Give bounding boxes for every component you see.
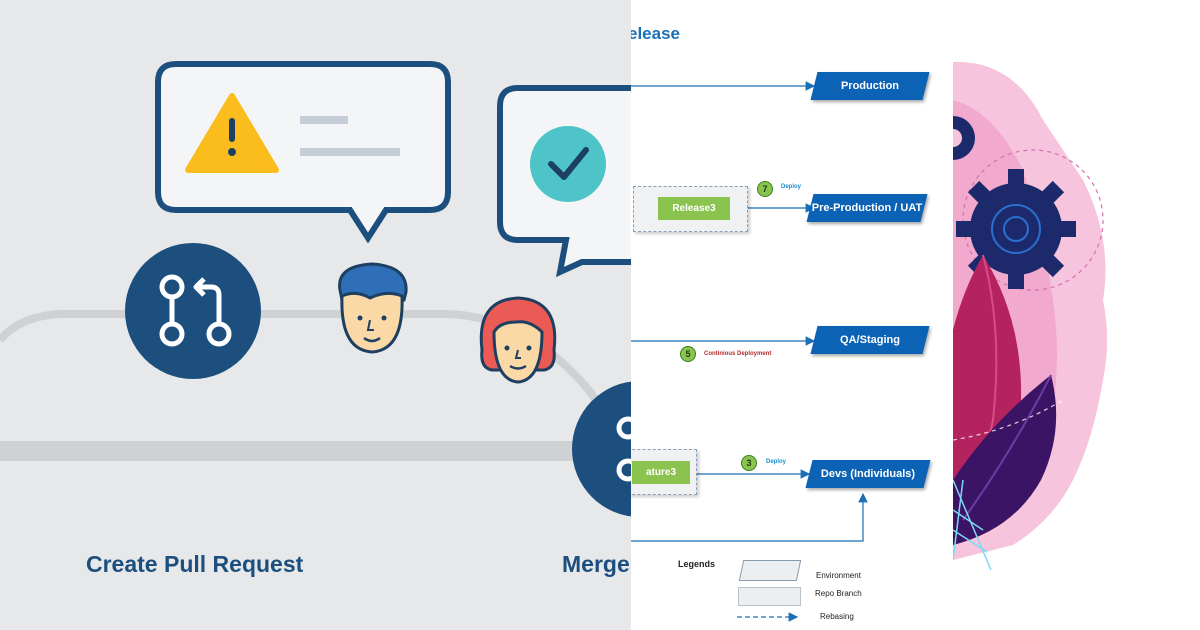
branch-release3-label: Release3 [658, 197, 730, 220]
leaf-vein [962, 374, 1052, 521]
flow-connectors [631, 81, 868, 622]
merge-icon [572, 381, 631, 517]
step-label-create-pull-request: Create Pull Request [86, 551, 304, 577]
legend-title: Legends [678, 559, 716, 569]
flow-line [953, 399, 1064, 441]
branch-feature3: ature3 [631, 449, 697, 495]
step-3-label: Deploy [766, 459, 787, 465]
release-flow-diagram: elease Production Pre-Production / UAT Q… [631, 0, 953, 630]
check-icon [530, 126, 606, 202]
env-production: Production [810, 72, 930, 100]
step-5-badge: 5 [680, 346, 696, 362]
legend-environment-swatch [738, 560, 802, 581]
warning-icon [185, 93, 279, 173]
step-7-label: Deploy [781, 184, 802, 190]
gear-icon [953, 116, 975, 160]
gear-icon [956, 169, 1076, 289]
step-3-badge: 3 [741, 455, 757, 471]
legend-environment-label: Environment [816, 571, 861, 580]
env-pre-production-uat: Pre-Production / UAT [806, 194, 928, 222]
env-devs-individuals: Devs (Individuals) [805, 460, 931, 488]
developer-avatar-male [338, 262, 408, 354]
text-line-placeholder [300, 148, 400, 156]
success-speech-bubble [497, 85, 631, 278]
step-label-merge: Merge [562, 551, 630, 577]
workflow-graphic [0, 61, 631, 517]
pull-request-illustration: Create Pull Request Merge [0, 0, 631, 630]
tower-illustration [953, 479, 992, 571]
legend-repo-branch-label: Repo Branch [815, 589, 862, 598]
branch-release3: Release3 [633, 186, 748, 232]
devops-illustration [953, 0, 1200, 630]
step-7-badge: 7 [757, 181, 773, 197]
branch-feature3-label: ature3 [632, 461, 690, 484]
text-line-placeholder [300, 116, 348, 124]
developer-avatar-female [479, 296, 557, 384]
legend-rebasing-label: Rebasing [820, 612, 854, 621]
warning-speech-bubble [155, 61, 451, 244]
env-qa-staging: QA/Staging [810, 326, 930, 354]
pull-request-icon [125, 243, 261, 379]
step-5-label: Continious Deployment [704, 351, 772, 357]
gear-leaf-graphic [953, 61, 1107, 571]
legend-repo-branch-swatch [738, 587, 801, 606]
connector-devs-return [631, 492, 868, 542]
orbit-ring [962, 149, 1104, 291]
diagram-title: elease [631, 24, 680, 43]
workflow-track [0, 441, 631, 461]
